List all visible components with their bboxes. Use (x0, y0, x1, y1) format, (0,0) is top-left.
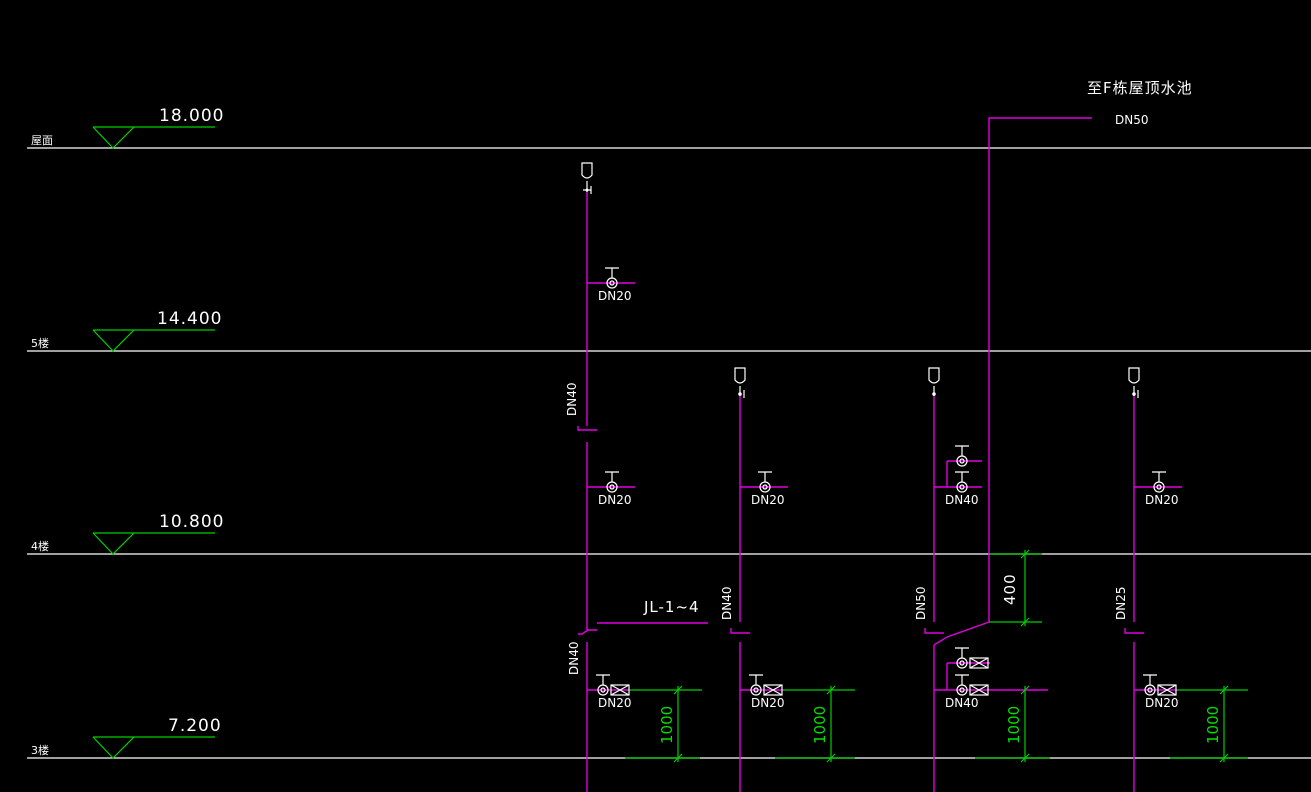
meter-icon (596, 674, 630, 696)
meter-icon (955, 471, 969, 493)
dimension-height: 1000 (625, 685, 702, 763)
meter-icon (749, 674, 783, 696)
svg-text:1000: 1000 (658, 706, 676, 744)
dimension-height: 1000 (975, 685, 1050, 763)
roof-tank-label: 至F栋屋顶水池 (1087, 79, 1193, 97)
riser-3-branch-3f: DN40 (945, 696, 979, 710)
riser-2-size: DN40 (720, 587, 734, 621)
riser-2-branch-4f: DN20 (751, 493, 785, 507)
riser-label: JL-1~4 (643, 598, 700, 616)
svg-text:1000: 1000 (811, 706, 829, 744)
dimension-height: 1000 (1170, 685, 1248, 763)
riser-4-branch-3f: DN20 (1145, 696, 1179, 710)
riser-4: DN25 DN20 DN20 1000 (1114, 367, 1248, 792)
riser-1-size-lower: DN40 (567, 642, 581, 676)
valve-icon (581, 162, 593, 194)
elevation-marker-roof: 18.000 (92, 106, 224, 149)
meter-icon (955, 674, 989, 696)
riser-3-size: DN50 (914, 587, 928, 621)
roof-pipe-size: DN50 (1115, 113, 1149, 127)
floor-name-3f: 3楼 (31, 743, 49, 757)
meter-icon (605, 471, 619, 493)
valve-icon (928, 367, 940, 396)
elevation-marker-3f: 7.200 (92, 716, 222, 759)
meter-icon (605, 267, 619, 289)
riser-3: DN50 DN40 DN40 1000 (914, 367, 1050, 792)
riser-1-branch-5f: DN20 (598, 289, 632, 303)
floor-name-4f: 4楼 (31, 539, 49, 553)
elevation-value-5f: 14.400 (157, 309, 222, 329)
elevation-marker-5f: 14.400 (92, 309, 222, 352)
elevation-value-3f: 7.200 (168, 716, 222, 736)
roof-tank-pipe: 至F栋屋顶水池 DN50 (946, 79, 1193, 638)
riser-4-branch-4f: DN20 (1145, 493, 1179, 507)
meter-icon (1152, 471, 1166, 493)
meter-icon (955, 445, 969, 467)
elevation-value-roof: 18.000 (159, 106, 224, 126)
dimension-height: 1000 (775, 685, 855, 763)
svg-text:400: 400 (1001, 573, 1019, 605)
meter-icon (758, 471, 772, 493)
riser-3-branch-4f: DN40 (945, 493, 979, 507)
elevation-value-4f: 10.800 (159, 512, 224, 532)
riser-1-size-upper: DN40 (565, 383, 579, 417)
riser-4-size: DN25 (1114, 587, 1128, 621)
riser-2: DN40 DN20 DN20 1000 (720, 367, 855, 792)
riser-1: DN40 DN40 DN20 DN20 DN20 1000 (565, 162, 708, 792)
riser-1-branch-3f: DN20 (598, 696, 632, 710)
dimension-offset: 400 (989, 549, 1042, 627)
meter-icon (955, 647, 989, 669)
riser-2-branch-3f: DN20 (751, 696, 785, 710)
elevation-marker-4f: 10.800 (92, 512, 224, 555)
riser-1-branch-4f: DN20 (598, 493, 632, 507)
meter-icon (1143, 674, 1177, 696)
floor-name-5f: 5楼 (31, 336, 49, 350)
floor-name-roof: 屋面 (31, 134, 53, 147)
svg-text:1000: 1000 (1005, 706, 1023, 744)
svg-text:1000: 1000 (1204, 706, 1222, 744)
